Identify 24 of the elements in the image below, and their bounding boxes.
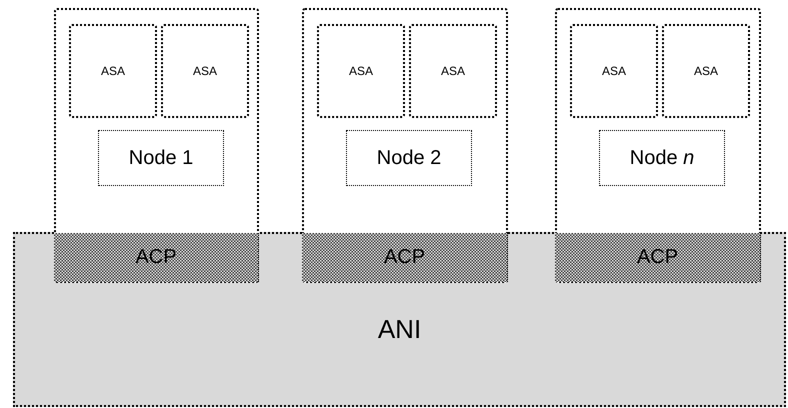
agent-box — [662, 24, 750, 118]
agent-box — [69, 24, 157, 118]
node-name: Node 2 — [376, 146, 442, 170]
agent-box — [409, 24, 497, 118]
band-label: ACP — [636, 246, 678, 269]
node-label-box — [599, 130, 725, 186]
band-label: ANI — [378, 314, 422, 345]
agent-label: ASA — [192, 64, 217, 78]
control-plane-bar — [54, 233, 259, 282]
band-label: ACP — [384, 246, 426, 269]
agent-box — [570, 24, 658, 118]
agent-box — [161, 24, 249, 118]
agent-label: ASA — [440, 64, 465, 78]
node-label-box — [346, 130, 472, 186]
node-name: Node 1 — [128, 146, 194, 170]
control-plane-bar — [555, 233, 761, 282]
agent-box — [317, 24, 405, 118]
agent-label: ASA — [602, 64, 626, 78]
agent-label: ASA — [694, 64, 718, 78]
agent-label: ASA — [100, 64, 125, 78]
node-label-box — [98, 130, 224, 186]
node-name: Node n — [630, 146, 694, 170]
agent-label: ASA — [348, 64, 373, 78]
control-plane-bar — [302, 233, 508, 282]
